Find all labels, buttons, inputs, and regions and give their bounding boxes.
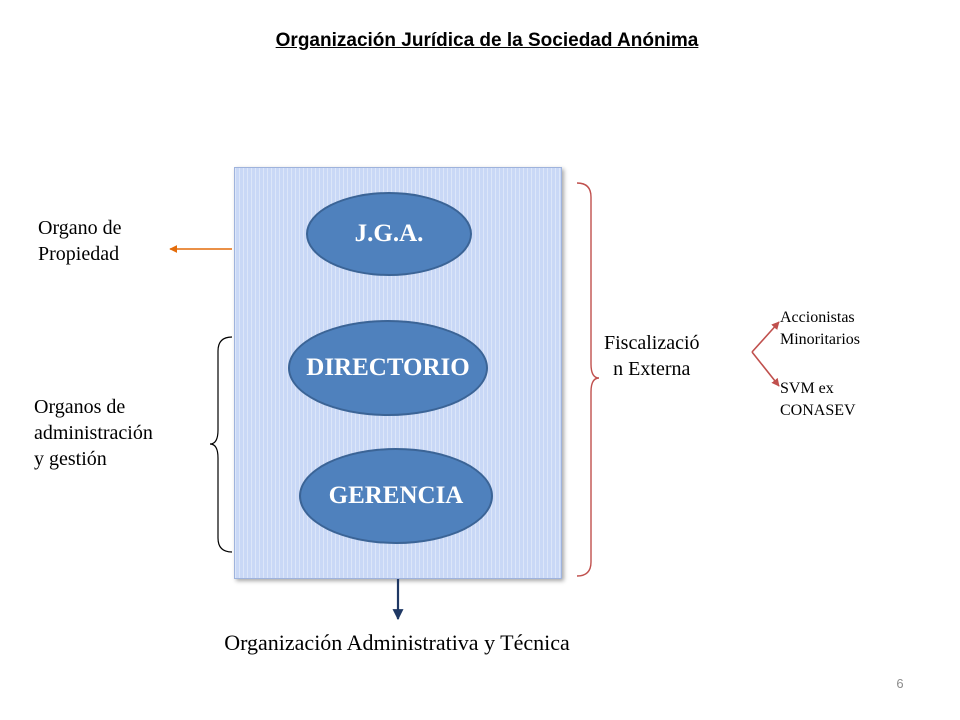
organo-propiedad-label: Organo de Propiedad — [38, 217, 122, 265]
directorio-node: DIRECTORIO — [288, 320, 488, 416]
accionistas-label: Accionistas Minoritarios — [780, 309, 860, 348]
page-number: 6 — [896, 676, 904, 691]
admin-brace — [209, 336, 233, 553]
page-title: Organización Jurídica de la Sociedad Anó… — [275, 30, 699, 51]
fiscalizacion-label: Fiscalizació n Externa — [604, 332, 700, 380]
svm-label: SVM ex CONASEV — [780, 380, 856, 419]
fiscalizacion-brace — [576, 182, 600, 577]
organos-admin-label: Organos de administración y gestión — [34, 396, 153, 470]
jga-node: J.G.A. — [306, 192, 472, 276]
gerencia-node: GERENCIA — [299, 448, 493, 544]
svm-arrow — [751, 351, 780, 387]
org-admin-tecnica-label: Organización Administrativa y Técnica — [224, 630, 570, 655]
accionistas-arrow — [751, 321, 780, 353]
